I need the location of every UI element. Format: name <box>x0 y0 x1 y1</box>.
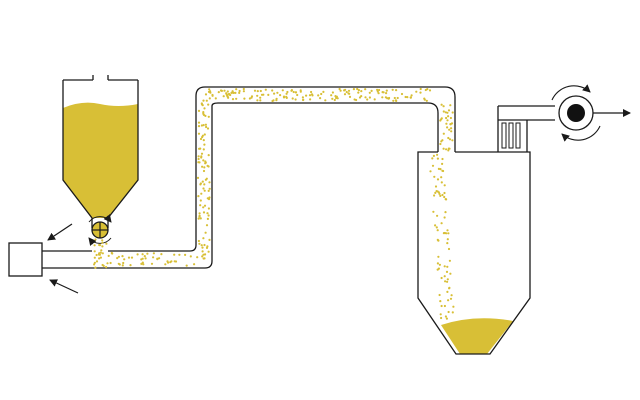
feed-hopper-icon <box>62 75 139 228</box>
hopper-material <box>63 102 138 218</box>
receiver-material <box>441 318 513 354</box>
air-to-valve-arrow-icon <box>47 223 73 241</box>
cyclone-receiver-icon <box>417 151 531 355</box>
exhaust-fan-icon <box>551 84 601 142</box>
filter-icon <box>497 105 555 152</box>
conveying-pipeline-icon <box>42 86 456 269</box>
falling-particles <box>429 153 455 320</box>
blower-box-icon <box>8 242 43 277</box>
rotary-valve-icon <box>88 214 112 246</box>
air-in-arrow-icon <box>49 279 79 294</box>
conveyed-particles <box>93 87 454 269</box>
